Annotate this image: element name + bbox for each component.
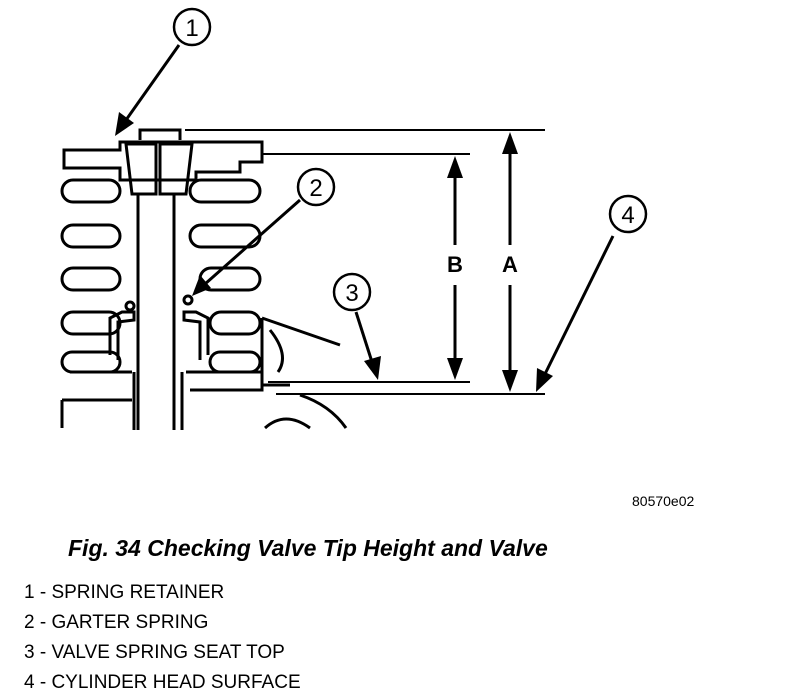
legend-item: 1 - SPRING RETAINER	[24, 582, 225, 603]
legend-item: 2 - GARTER SPRING	[24, 612, 209, 633]
callout-1: 1	[115, 7, 212, 136]
legend-item: 3 - VALVE SPRING SEAT TOP	[24, 642, 285, 663]
dimension-b-label: B	[447, 252, 463, 277]
callout-1-number: 1	[185, 15, 198, 42]
callout-3-arrowhead	[364, 356, 381, 380]
callout-4-arrowhead	[536, 368, 553, 392]
legend-list: 1 - SPRING RETAINER 2 - GARTER SPRING 3 …	[24, 580, 301, 700]
valve-stem-seal	[108, 294, 210, 360]
callout-2-number: 2	[309, 175, 322, 202]
reference-lines	[185, 129, 545, 395]
valve-stem	[136, 194, 176, 430]
dimension-a-label: A	[502, 252, 518, 277]
dimension-a: A	[502, 132, 518, 392]
valve-spring-coils	[60, 178, 262, 374]
valve-tip-height-diagram: B A 1 2 3 4	[60, 7, 648, 430]
valve-keepers	[124, 142, 194, 196]
figure-id: 80570e02	[632, 493, 695, 509]
cylinder-head	[60, 316, 348, 430]
callout-4: 4	[536, 194, 648, 392]
callout-3: 3	[332, 272, 381, 380]
callout-2-arrowhead	[192, 275, 211, 296]
callout-4-number: 4	[621, 202, 634, 229]
callout-3-number: 3	[345, 280, 358, 307]
legend-item: 4 - CYLINDER HEAD SURFACE	[24, 672, 301, 693]
figure-caption: Fig. 34 Checking Valve Tip Height and Va…	[68, 535, 548, 561]
spring-retainer	[62, 128, 264, 182]
callout-1-arrowhead	[115, 112, 134, 136]
dimension-b: B	[447, 156, 463, 380]
callout-2: 2	[192, 167, 336, 296]
